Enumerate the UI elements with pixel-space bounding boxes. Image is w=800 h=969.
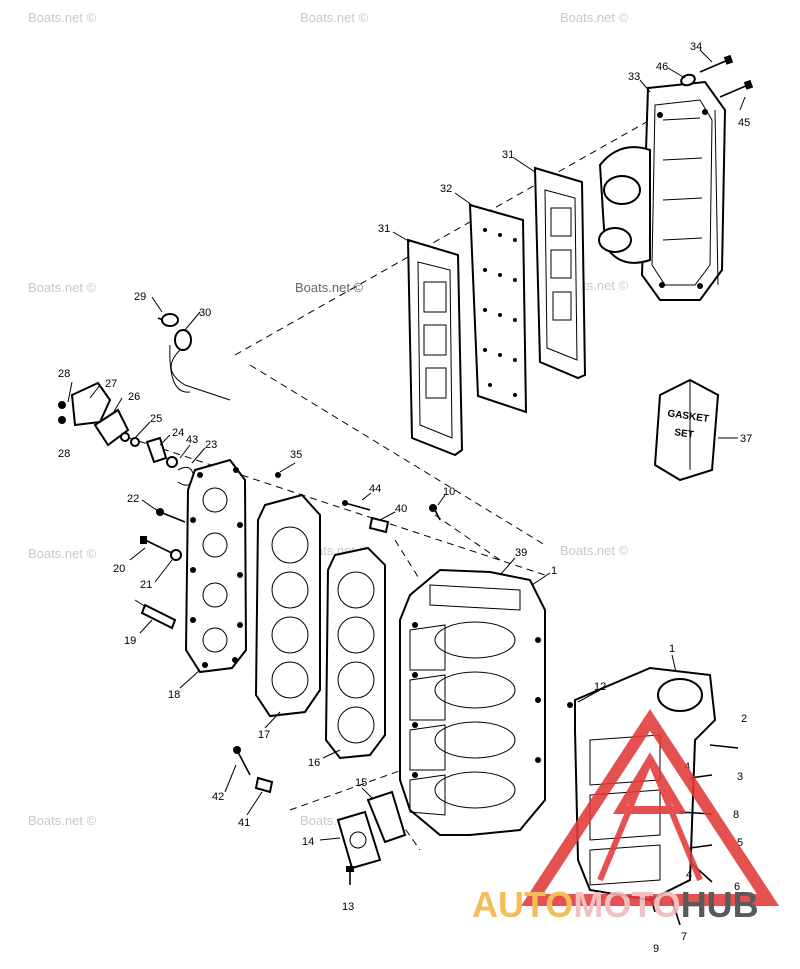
exhaust-cover xyxy=(598,80,727,301)
leader-lines xyxy=(67,49,746,841)
exhaust-gasket-left xyxy=(406,238,464,457)
callout-22: 22 xyxy=(127,493,139,505)
exhaust-plate-32 xyxy=(468,203,528,414)
automotohub-logo: AUTOMOTOHUB xyxy=(472,709,780,925)
callout-28: 28 xyxy=(58,448,70,460)
crankcase-half xyxy=(567,666,739,926)
callout-7: 7 xyxy=(681,931,687,943)
head-gasket-17 xyxy=(254,472,321,718)
callout-1: 1 xyxy=(669,643,675,655)
callout-10: 10 xyxy=(443,486,455,498)
callout-9: 9 xyxy=(653,943,659,955)
callout-34: 34 xyxy=(690,41,702,53)
head-cover-bolts xyxy=(134,508,186,630)
callout-13: 13 xyxy=(342,901,354,913)
callout-44: 44 xyxy=(369,483,381,495)
water-cover xyxy=(336,790,407,885)
callout-18: 18 xyxy=(168,689,180,701)
callout-2: 2 xyxy=(741,713,747,725)
callout-12: 12 xyxy=(594,681,606,693)
callout-23: 23 xyxy=(205,439,217,451)
callout-5: 5 xyxy=(737,837,743,849)
temperature-sensor xyxy=(157,313,231,401)
dowel-41-42 xyxy=(233,746,274,794)
head-gasket-16 xyxy=(324,546,386,760)
callout-43: 43 xyxy=(186,434,198,446)
callout-46: 46 xyxy=(656,61,668,73)
callout-25: 25 xyxy=(150,413,162,425)
callout-39: 39 xyxy=(515,547,527,559)
exhaust-gasket-right xyxy=(533,166,587,380)
logo-wordmark: AUTOMOTOHUB xyxy=(472,884,759,925)
watermark: Boats.net © xyxy=(300,10,369,25)
watermark: Boats.net © xyxy=(28,813,97,828)
callout-labels: 34 46 33 45 31 32 31 37 29 30 28 28 27 2… xyxy=(58,41,752,955)
callout-21: 21 xyxy=(140,579,152,591)
callout-31: 31 xyxy=(502,149,514,161)
callout-26: 26 xyxy=(128,391,140,403)
callout-6: 6 xyxy=(734,881,740,893)
watermark: Boats.net © xyxy=(295,280,364,295)
callout-19: 19 xyxy=(124,635,136,647)
callout-15: 15 xyxy=(355,777,367,789)
callout-45: 45 xyxy=(738,117,750,129)
callout-8: 8 xyxy=(733,809,739,821)
gasket-set-box: GASKET SET xyxy=(653,378,720,482)
callout-37: 37 xyxy=(740,433,752,445)
dowel-pins xyxy=(342,500,441,534)
watermark: Boats.net © xyxy=(560,543,629,558)
cylinder-block xyxy=(399,568,546,836)
callout-20: 20 xyxy=(113,563,125,575)
watermark: Boats.net © xyxy=(28,280,97,295)
callout-27: 27 xyxy=(105,378,117,390)
callout-32: 32 xyxy=(440,183,452,195)
callout-3: 3 xyxy=(737,771,743,783)
callout-16: 16 xyxy=(308,757,320,769)
callout-35: 35 xyxy=(290,449,302,461)
logo-triangle xyxy=(520,709,780,906)
callout-33: 33 xyxy=(628,71,640,83)
watermark: Boats.net © xyxy=(28,10,97,25)
head-cover xyxy=(184,458,248,674)
callout-1: 1 xyxy=(551,565,557,577)
callout-41: 41 xyxy=(238,817,250,829)
callout-17: 17 xyxy=(258,729,270,741)
watermark: Boats.net © xyxy=(28,546,97,561)
callout-14: 14 xyxy=(302,836,314,848)
callout-42: 42 xyxy=(212,791,224,803)
callout-29: 29 xyxy=(134,291,146,303)
callout-40: 40 xyxy=(395,503,407,515)
callout-31: 31 xyxy=(378,223,390,235)
callout-30: 30 xyxy=(199,307,211,319)
callout-4: 4 xyxy=(686,869,692,881)
gasket-box-label: SET xyxy=(674,427,695,441)
thermostat-assembly xyxy=(58,381,195,486)
callout-28: 28 xyxy=(58,368,70,380)
watermark: Boats.net © xyxy=(560,10,629,25)
callout-24: 24 xyxy=(172,427,184,439)
